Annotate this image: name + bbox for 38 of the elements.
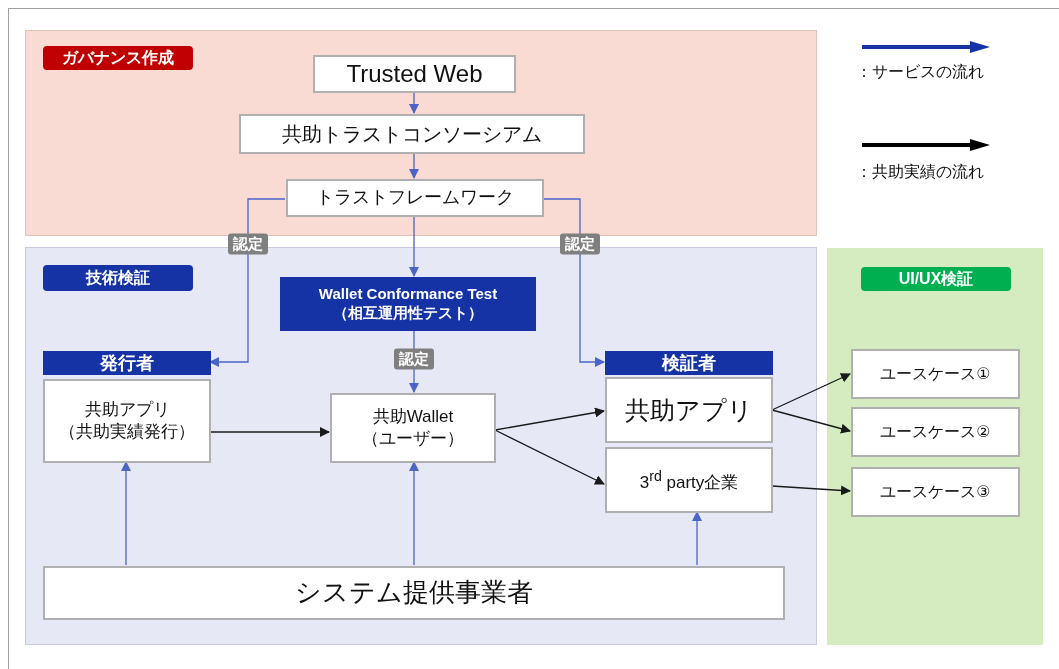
arrow [409,152,419,179]
arrow [771,409,851,434]
process-box: 共助トラストコンソーシアム [239,114,585,154]
process-box: ユースケース③ [851,467,1020,517]
header-bar: 検証者 [605,351,773,375]
section-panel [827,248,1043,645]
process-box: 共助Wallet（ユーザー） [330,393,496,463]
process-box: Trusted Web [313,55,516,93]
process-box: 共助アプリ [605,377,773,443]
arrow [121,461,131,566]
arrow [494,429,605,485]
edge-label: 認定 [394,348,434,370]
arrow [494,407,605,431]
arrow [409,91,419,114]
section-badge: UI/UX検証 [861,267,1011,291]
process-box: ユースケース② [851,407,1020,457]
arrow [409,461,419,566]
arrow [209,198,286,367]
test-box: Wallet Conformance Test（相互運用性テスト） [280,277,536,331]
arrow [409,215,419,277]
edge-label: 認定 [560,233,600,255]
arrow [542,198,605,367]
arrow [209,427,330,437]
header-bar: 発行者 [43,351,211,375]
process-box: 3$^{rd}$ party企業 [605,447,773,513]
process-box: システム提供事業者 [43,566,785,620]
process-box: 共助アプリ（共助実績発行） [43,379,211,463]
process-box: トラストフレームワーク [286,179,544,217]
section-badge: ガバナンス作成 [43,46,193,70]
arrow [771,373,851,411]
section-panel [25,30,817,236]
legend-text: ：共助実績の流れ [856,162,984,182]
arrow [692,511,702,566]
process-box: ユースケース① [851,349,1020,399]
edge-label: 認定 [228,233,268,255]
section-badge: 技術検証 [43,265,193,291]
arrow [771,485,851,496]
legend-text: ：サービスの流れ [856,62,984,82]
